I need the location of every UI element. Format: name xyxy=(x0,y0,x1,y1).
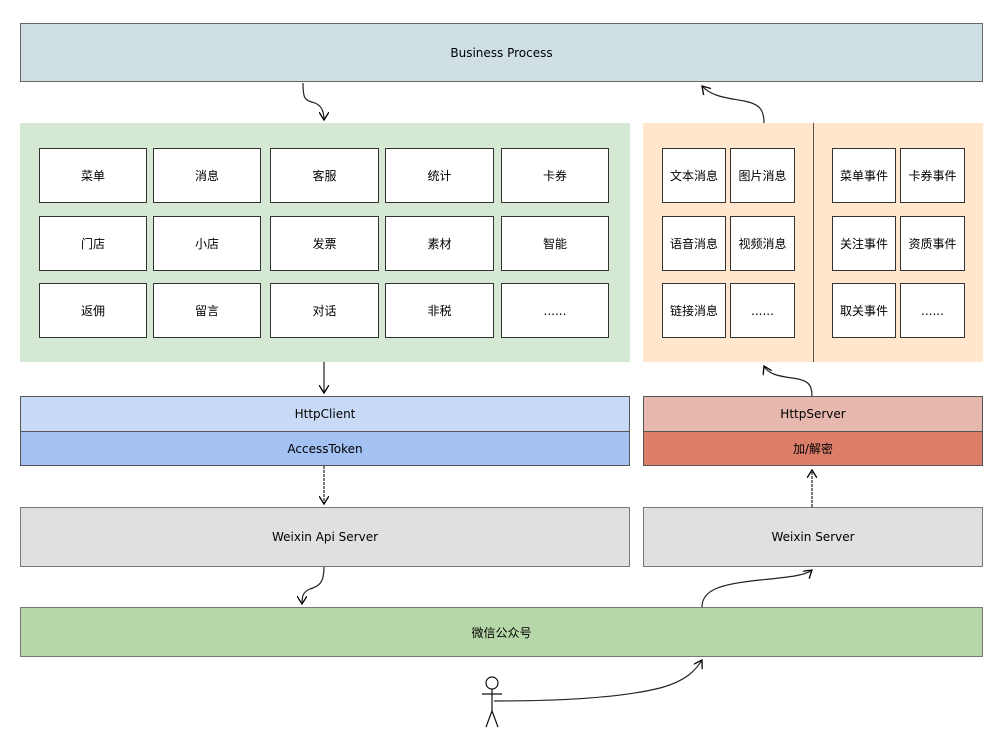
event-type-label: 菜单事件 xyxy=(839,169,888,183)
message-type-voice: 语音消息 xyxy=(662,216,726,271)
api-module-smart: 智能 xyxy=(501,216,609,271)
message-type-label: 图片消息 xyxy=(738,169,787,183)
arrow-bp-to-api xyxy=(302,82,324,120)
api-module-message: 消息 xyxy=(153,148,261,203)
api-module-rebate: 返佣 xyxy=(39,283,147,338)
weixin-server-label: Weixin Server xyxy=(771,530,855,544)
weixin-api-server-box: Weixin Api Server xyxy=(20,507,630,567)
api-module-nontax: 非税 xyxy=(385,283,494,338)
arrow-api-server-to-account xyxy=(302,566,325,604)
message-type-label: 链接消息 xyxy=(669,304,718,318)
api-module-label: 小店 xyxy=(194,237,219,251)
arrow-account-to-weixin-server xyxy=(701,570,812,608)
api-module-label: 智能 xyxy=(542,237,567,251)
api-module-label: 素材 xyxy=(427,237,452,251)
crypto-label: 加/解密 xyxy=(792,442,834,456)
message-type-label: 语音消息 xyxy=(669,237,718,251)
api-module-comment: 留言 xyxy=(153,283,261,338)
api-module-store: 门店 xyxy=(39,216,147,271)
event-type-qualification: 资质事件 xyxy=(900,216,965,271)
message-type-label: 视频消息 xyxy=(738,237,787,251)
arrow-user-to-account xyxy=(493,660,702,702)
api-module-invoice: 发票 xyxy=(270,216,379,271)
user-icon xyxy=(482,676,502,728)
api-module-label: 消息 xyxy=(194,169,219,183)
event-type-unsubscribe: 取关事件 xyxy=(832,283,896,338)
official-account-box: 微信公众号 xyxy=(20,607,983,657)
event-type-label: 取关事件 xyxy=(839,304,888,318)
official-account-label: 微信公众号 xyxy=(471,625,532,640)
event-type-subscribe: 关注事件 xyxy=(832,216,896,271)
weixin-api-server-label: Weixin Api Server xyxy=(271,530,379,544)
api-module-dialog: 对话 xyxy=(270,283,379,338)
api-module-material: 素材 xyxy=(385,216,494,271)
http-client-box: HttpClient xyxy=(20,396,630,432)
panel-divider xyxy=(813,123,814,362)
message-type-more: ...... xyxy=(730,283,795,338)
api-module-label: 门店 xyxy=(80,237,105,251)
message-type-video: 视频消息 xyxy=(730,216,795,271)
api-module-label: 非税 xyxy=(427,304,452,318)
message-type-image: 图片消息 xyxy=(730,148,795,203)
weixin-server-box: Weixin Server xyxy=(643,507,983,567)
api-module-label: 统计 xyxy=(427,169,452,183)
api-module-label: 卡券 xyxy=(542,169,567,183)
crypto-box: 加/解密 xyxy=(643,431,983,466)
api-module-label: 返佣 xyxy=(80,304,105,318)
business-process-label: Business Process xyxy=(450,45,553,60)
event-type-label: 资质事件 xyxy=(908,237,957,251)
event-type-more: ...... xyxy=(900,283,965,338)
http-client-label: HttpClient xyxy=(294,407,356,421)
api-module-statistics: 统计 xyxy=(385,148,494,203)
api-module-label: 客服 xyxy=(312,169,337,183)
api-module-label: 留言 xyxy=(194,304,219,318)
arrow-httpserver-to-message xyxy=(764,366,813,397)
access-token-box: AccessToken xyxy=(20,431,630,466)
api-module-label: 发票 xyxy=(312,237,337,251)
message-type-label: ...... xyxy=(751,303,774,318)
api-module-more: ...... xyxy=(501,283,609,338)
arrow-message-to-bp xyxy=(702,86,765,124)
event-type-label: ...... xyxy=(921,303,944,318)
api-module-customer-service: 客服 xyxy=(270,148,379,203)
access-token-label: AccessToken xyxy=(287,441,363,456)
api-module-label: 对话 xyxy=(312,304,337,318)
event-type-label: 关注事件 xyxy=(839,237,888,251)
api-module-menu: 菜单 xyxy=(39,148,147,203)
message-type-label: 文本消息 xyxy=(669,169,718,183)
http-server-label: HttpServer xyxy=(780,407,846,421)
api-module-shop: 小店 xyxy=(153,216,261,271)
event-type-menu: 菜单事件 xyxy=(832,148,896,203)
api-module-label: ...... xyxy=(543,303,567,318)
event-type-label: 卡券事件 xyxy=(908,169,957,183)
api-module-coupon: 卡券 xyxy=(501,148,609,203)
business-process-box: Business Process xyxy=(20,23,983,82)
message-type-link: 链接消息 xyxy=(662,283,726,338)
message-type-text: 文本消息 xyxy=(662,148,726,203)
event-type-coupon: 卡券事件 xyxy=(900,148,965,203)
api-module-label: 菜单 xyxy=(80,169,105,183)
